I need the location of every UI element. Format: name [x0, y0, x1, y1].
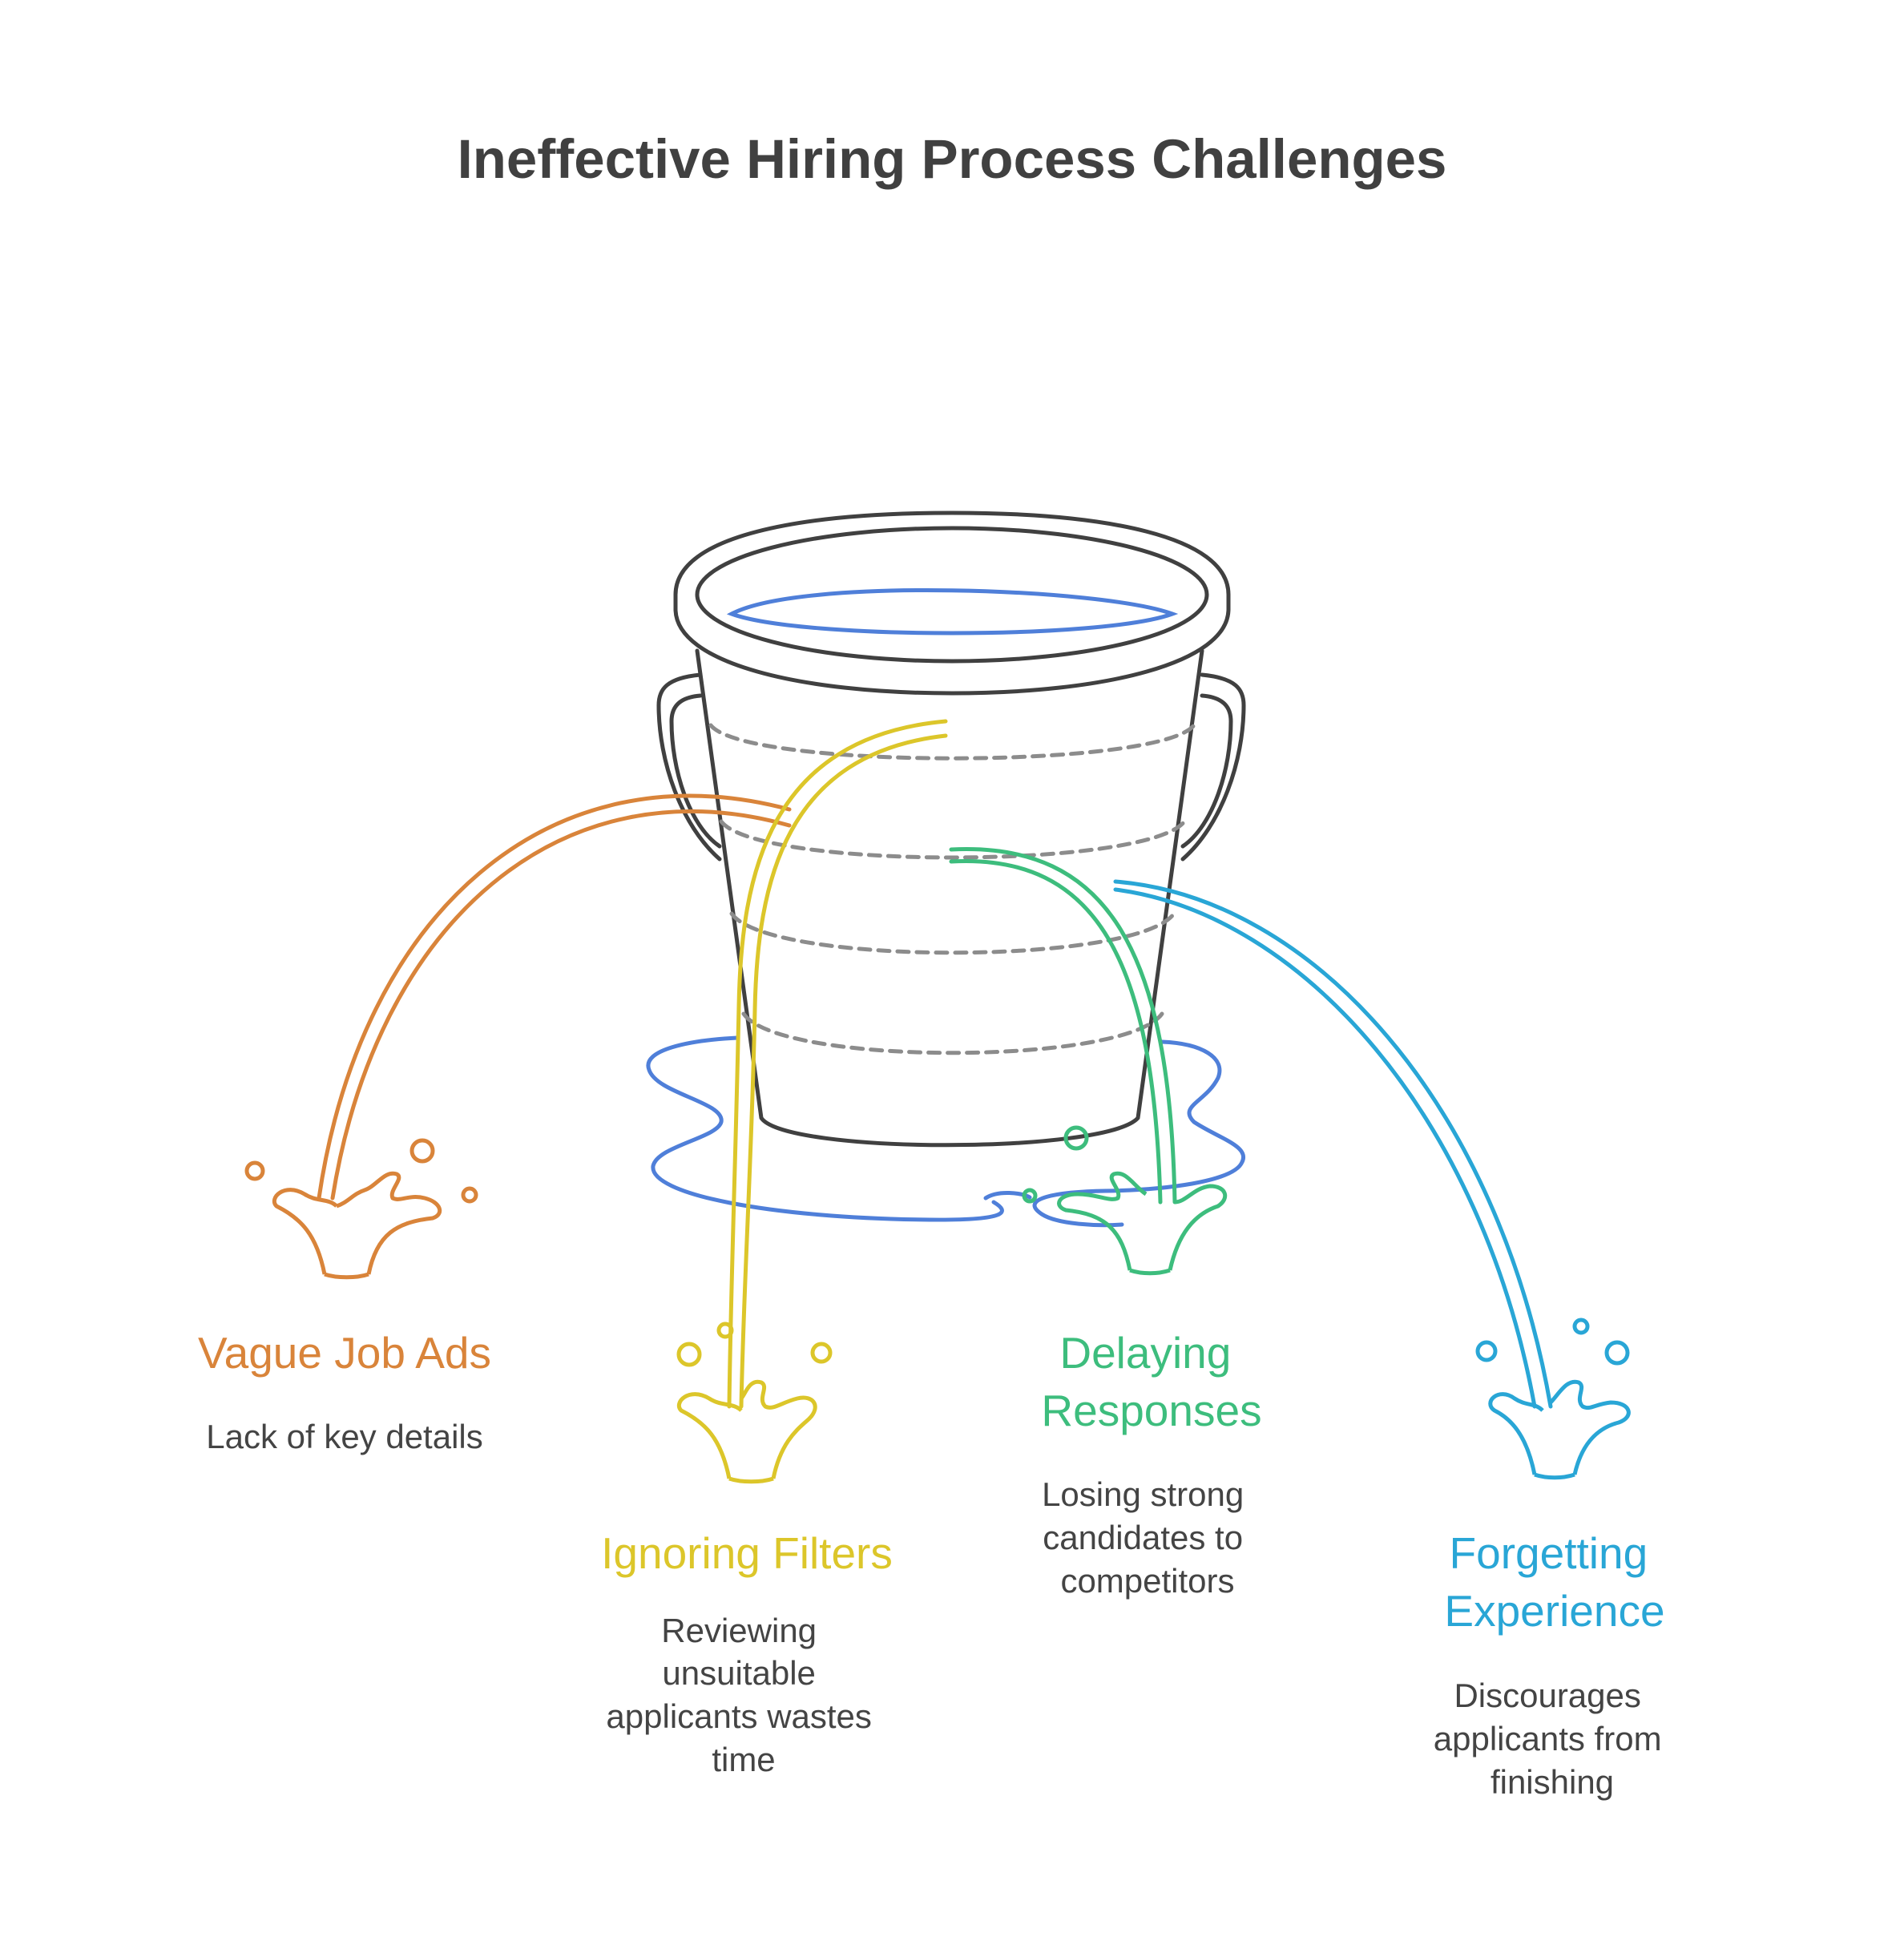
- svg-text:Losing strong candidat: Losing strong candidates to competitors: [1042, 1475, 1253, 1600]
- label-group-vague-job-ads: Vague Job Ads Lack of key details: [198, 1328, 491, 1455]
- leak-ignoring-filters: [676, 719, 948, 1484]
- leak-stream: [727, 719, 948, 1409]
- leak-delaying-responses: [949, 847, 1228, 1276]
- leak-description: Discourages: [1454, 1677, 1640, 1714]
- svg-text:Ignoring Filters: Ignoring Filters: [601, 1528, 893, 1578]
- label-group-delaying-responses: Delaying Responses Losing strong candida…: [1041, 1328, 1261, 1600]
- bucket: [656, 510, 1246, 1148]
- water-puddle: [646, 1035, 1246, 1228]
- leak-vague-job-ads: [244, 793, 792, 1280]
- svg-text:Vague Job Ads: Vague Job Ads: [198, 1328, 491, 1378]
- leak-stream: [317, 793, 792, 1201]
- leak-label: Delaying: [1059, 1328, 1231, 1378]
- leak-label: Forgetting: [1450, 1528, 1648, 1578]
- leak-stream: [1113, 887, 1537, 1409]
- svg-text:Lack of key details: Lack of key details: [206, 1418, 483, 1455]
- leak-description: time: [712, 1741, 775, 1778]
- splash-icon: [676, 1322, 833, 1484]
- leak-label: Vague Job Ads: [198, 1328, 491, 1378]
- leak-stream: [739, 733, 948, 1409]
- leak-description: applicants from: [1434, 1720, 1662, 1757]
- leak-stream: [949, 858, 1163, 1205]
- svg-text:Forgetting Experience: Forgetting Experience: [1444, 1528, 1664, 1636]
- splash-icon: [1022, 1125, 1228, 1276]
- label-group-forgetting-experience: Forgetting Experience Discourages applic…: [1434, 1528, 1671, 1801]
- leak-description: Reviewing: [661, 1612, 817, 1649]
- leak-stream: [1113, 879, 1553, 1409]
- leak-stream: [330, 809, 792, 1201]
- leak-description: unsuitable: [662, 1654, 815, 1692]
- leak-forgetting-experience: [1113, 879, 1631, 1480]
- leak-description: applicants wastes: [606, 1697, 872, 1735]
- labels: Vague Job Ads Lack of key details Ignori…: [198, 1328, 1671, 1801]
- leak-description: candidates to: [1043, 1519, 1243, 1556]
- splash-icon: [244, 1138, 478, 1280]
- leak-label: Responses: [1041, 1386, 1261, 1435]
- leak-stream: [949, 847, 1177, 1205]
- diagram-title: Ineffective Hiring Process Challenges: [458, 128, 1447, 190]
- leak-label: Ignoring Filters: [601, 1528, 893, 1578]
- svg-text:Reviewing unsuitable: Reviewing unsuitable applicants wastes t…: [606, 1612, 881, 1778]
- splash-icon: [1475, 1318, 1631, 1480]
- leak-description: finishing: [1491, 1763, 1614, 1801]
- svg-text:Discourages applicants: Discourages applicants from finishing: [1434, 1677, 1671, 1801]
- leak-description: Losing strong: [1042, 1475, 1244, 1513]
- leak-description: Lack of key details: [206, 1418, 483, 1455]
- label-group-ignoring-filters: Ignoring Filters Reviewing unsuitable ap…: [601, 1528, 893, 1778]
- leak-label: Experience: [1444, 1586, 1664, 1636]
- svg-text:Delaying Responses: Delaying Responses: [1041, 1328, 1261, 1435]
- leak-description: competitors: [1060, 1562, 1234, 1600]
